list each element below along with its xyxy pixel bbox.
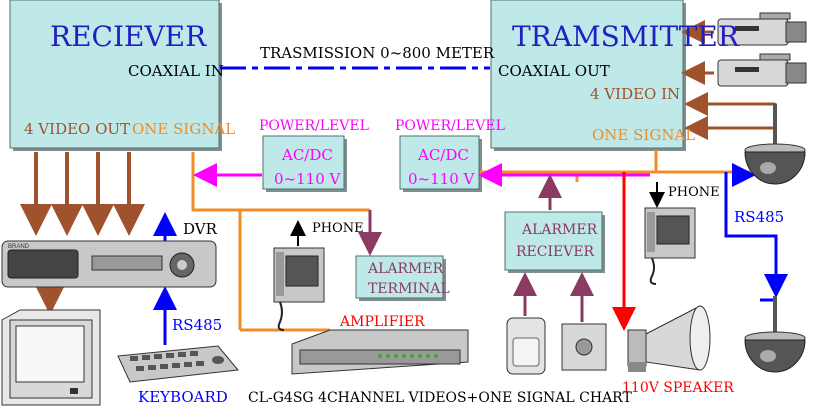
- dome-camera-icon: [744, 296, 806, 373]
- transmitter-box: [490, 0, 686, 151]
- dvr-brand: BRAND: [8, 244, 30, 250]
- power-right-line1: AC/DC: [417, 146, 469, 164]
- dvr-label: DVR: [183, 220, 218, 238]
- receiver-signal-label: ONE SIGNAL: [132, 120, 235, 138]
- keyboard-icon: [117, 345, 239, 383]
- power-box-right: [399, 135, 482, 192]
- speaker-icon: [627, 305, 711, 372]
- power-right-label: POWER/LEVEL: [395, 118, 505, 134]
- amplifier-label: AMPLIFIER: [339, 314, 425, 330]
- alarmer-terminal-line2: TERMINAL: [368, 281, 450, 297]
- video-out-arrows: [20, 152, 145, 315]
- dvr-icon: BRAND: [1, 240, 217, 288]
- transmitter-video-in-label: 4 VIDEO IN: [590, 85, 680, 103]
- monitor-icon: [1, 309, 101, 406]
- receiver-box: [9, 0, 222, 151]
- alarmer-receiver-line2: RECIEVER: [516, 244, 595, 260]
- alarmer-receiver-box: [504, 211, 605, 273]
- alarm-button-icon: [561, 323, 607, 371]
- power-right-line2: 0~110 V: [408, 170, 476, 188]
- receiver-video-out-label: 4 VIDEO OUT: [24, 120, 130, 138]
- alarm-arrows: [358, 174, 594, 322]
- phone-right-label: PHONE: [668, 185, 720, 200]
- motion-sensor-icon: [506, 317, 546, 375]
- amplifier-icon: [291, 329, 469, 375]
- alarmer-receiver-line1: ALARMER: [521, 222, 598, 238]
- power-left-line2: 0~110 V: [274, 170, 342, 188]
- speaker-label: 110V SPEAKER: [622, 380, 734, 396]
- chart-title: CL-G4SG 4CHANNEL VIDEOS+ONE SIGNAL CHART: [248, 390, 632, 406]
- phone-icon: [273, 247, 325, 331]
- receiver-coaxial-label: COAXIAL IN: [128, 62, 224, 80]
- alarmer-terminal-line1: ALARMER: [367, 261, 444, 277]
- rs485-left-label: RS485: [172, 316, 222, 334]
- camera-icon: [717, 12, 807, 46]
- phone-icon: [644, 207, 696, 285]
- rs485-lines: [153, 163, 788, 345]
- receiver-title: RECIEVER: [50, 20, 207, 53]
- alarmer-terminal-box: [355, 255, 446, 301]
- power-left-line1: AC/DC: [281, 146, 333, 164]
- phone-arrows: [290, 182, 665, 246]
- transmitter-title: TRAMSMITTER: [512, 20, 740, 53]
- power-left-label: POWER/LEVEL: [259, 118, 369, 134]
- transmitter-signal-label: ONE SIGNAL: [592, 126, 695, 144]
- keyboard-label: KEYBOARD: [138, 388, 228, 406]
- dome-camera-icon: [744, 104, 806, 185]
- phone-left-label: PHONE: [312, 221, 364, 236]
- camera-icon: [717, 53, 807, 87]
- rs485-right-label: RS485: [734, 208, 784, 226]
- transmitter-coaxial-label: COAXIAL OUT: [498, 62, 610, 80]
- power-box-left: [262, 135, 347, 192]
- transmission-label: TRASMISSION 0~800 METER: [260, 44, 495, 62]
